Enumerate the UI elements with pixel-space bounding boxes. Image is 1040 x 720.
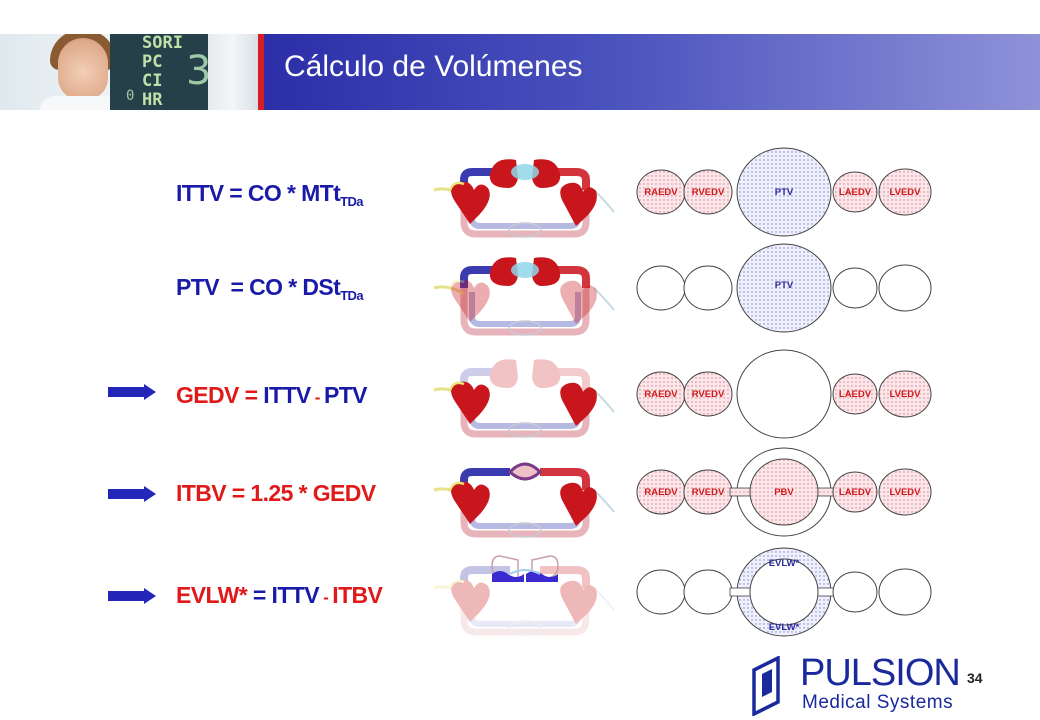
diagram-ittv bbox=[424, 150, 624, 246]
label-raedv: RAEDV bbox=[644, 187, 678, 198]
label-laedv: LAEDV bbox=[839, 487, 872, 498]
doctor-coat bbox=[40, 96, 122, 110]
chambers-gedv: RAEDV RVEDV LAEDV LVEDV bbox=[634, 344, 934, 444]
label-lvedv: LVEDV bbox=[890, 187, 922, 198]
arrow-gedv-icon bbox=[108, 384, 156, 400]
chambers-ptv: PTV bbox=[634, 238, 934, 338]
label-laedv: LAEDV bbox=[839, 187, 872, 198]
label-lvedv: LVEDV bbox=[890, 487, 922, 498]
formula-op: - bbox=[318, 588, 333, 607]
formula-subscript: TDa bbox=[340, 194, 363, 209]
monitor-readout: SORI PC CI HR bbox=[142, 34, 204, 110]
formula-op: - bbox=[310, 388, 324, 407]
label-ptv: PTV bbox=[775, 187, 794, 198]
monitor-big-digit: 3 bbox=[186, 48, 212, 94]
monitor-line: HR bbox=[142, 90, 163, 110]
brand-name: PULSION bbox=[800, 652, 961, 694]
diagram-evlw bbox=[424, 548, 624, 644]
header-accent-line bbox=[258, 34, 264, 110]
label-ptv: PTV bbox=[775, 280, 794, 291]
header-bar bbox=[258, 34, 1040, 110]
diagram-ptv bbox=[424, 248, 624, 344]
monitor-zero-digit: 0 bbox=[126, 88, 135, 104]
formula-eq: = CO * DSt bbox=[218, 274, 341, 300]
chambers-evlw: EVLW* EVLW* bbox=[634, 542, 934, 642]
diagram-gedv bbox=[424, 350, 624, 446]
formula-eq: = bbox=[238, 382, 264, 408]
formula-gedv: GEDV = ITTV - PTV bbox=[176, 382, 368, 409]
pulsion-logo-icon bbox=[752, 656, 780, 716]
tubes-image bbox=[208, 34, 258, 110]
label-rvedv: RVEDV bbox=[692, 187, 725, 198]
label-laedv: LAEDV bbox=[839, 389, 872, 400]
label-raedv: RAEDV bbox=[644, 487, 678, 498]
formula-ittv: ITTV = CO * MTtTDa bbox=[176, 180, 364, 209]
label-raedv: RAEDV bbox=[644, 389, 678, 400]
formula-lhs: GEDV bbox=[176, 382, 239, 408]
slide-title: Cálculo de Volúmenes bbox=[284, 50, 583, 83]
formula-lhs: PTV bbox=[176, 274, 220, 300]
formula-lhs: EVLW* bbox=[176, 582, 248, 608]
page-number: 34 bbox=[967, 670, 983, 686]
label-pbv: PBV bbox=[774, 487, 794, 498]
brand-subtitle: Medical Systems bbox=[802, 692, 954, 713]
formula-eq: = bbox=[247, 582, 272, 608]
formula-term-b: PTV bbox=[323, 382, 368, 408]
label-evlw-top: EVLW* bbox=[769, 558, 800, 569]
chambers-itbv: RAEDV RVEDV PBV LAEDV LVEDV bbox=[634, 442, 934, 542]
formula-eq: = CO * MTt bbox=[223, 180, 341, 206]
label-lvedv: LVEDV bbox=[890, 389, 922, 400]
formula-term-b: ITBV bbox=[332, 582, 383, 608]
diagram-itbv bbox=[424, 450, 624, 546]
formula-itbv: ITBV = 1.25 * GEDV bbox=[176, 480, 376, 507]
label-rvedv: RVEDV bbox=[692, 389, 725, 400]
formula-subscript: TDa bbox=[340, 288, 363, 303]
arrow-evlw-icon bbox=[108, 588, 156, 604]
monitor-line: PC bbox=[142, 52, 163, 72]
label-evlw-bottom: EVLW* bbox=[769, 622, 800, 633]
formula-term-a: ITTV bbox=[263, 382, 311, 408]
formula-lhs: ITBV bbox=[176, 480, 227, 506]
formula-eq: = 1.25 * GEDV bbox=[226, 480, 376, 506]
formula-term-a: ITTV bbox=[271, 582, 320, 608]
arrow-itbv-icon bbox=[108, 486, 156, 502]
monitor-line: SORI bbox=[142, 33, 183, 53]
formula-lhs: ITTV bbox=[176, 180, 224, 206]
formula-ptv: PTV = CO * DStTDa bbox=[176, 274, 364, 303]
label-rvedv: RVEDV bbox=[692, 487, 725, 498]
monitor-line: CI bbox=[142, 71, 163, 91]
monitor-display bbox=[110, 34, 210, 110]
chambers-ittv: RAEDV RVEDV PTV LAEDV LVEDV bbox=[634, 142, 934, 242]
doctor-face bbox=[58, 38, 108, 100]
formula-evlw: EVLW* = ITTV - ITBV bbox=[176, 582, 383, 609]
